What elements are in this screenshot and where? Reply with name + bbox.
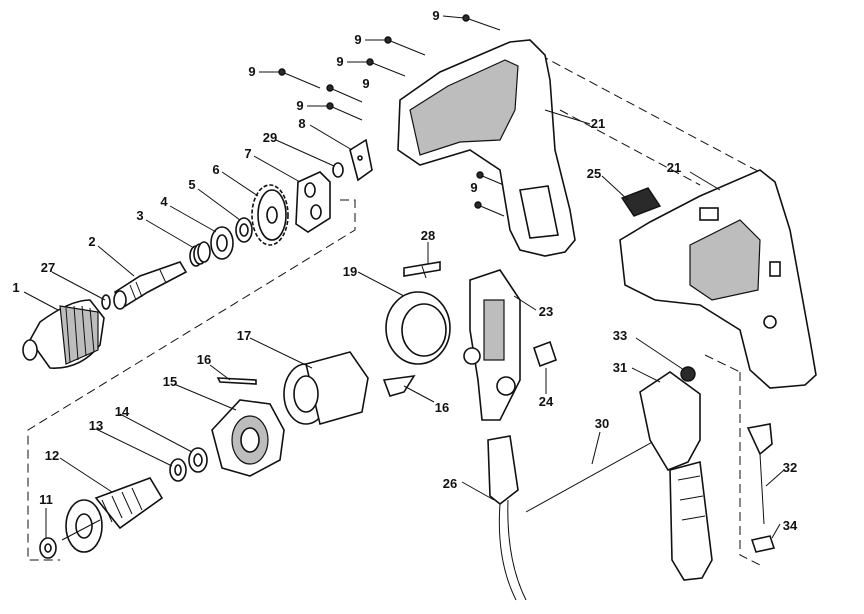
callout-9c: 9: [336, 54, 343, 69]
callout-9f: 9: [296, 98, 303, 113]
part-depth-gauge: [746, 423, 773, 525]
part-bearing-4: [210, 226, 234, 260]
callout-32: 32: [783, 460, 797, 475]
part-gear-bracket: [295, 171, 331, 233]
part-handle-knob: [680, 366, 696, 382]
callout-9b: 9: [354, 32, 361, 47]
callout-19: 19: [343, 264, 357, 279]
callout-9a: 9: [432, 8, 439, 23]
part-brush-right: [382, 374, 416, 397]
callout-7: 7: [244, 146, 251, 161]
part-bearing-14: [188, 447, 208, 473]
part-power-cord: [487, 435, 527, 601]
callout-34: 34: [783, 518, 798, 533]
callout-33: 33: [613, 328, 627, 343]
part-switch-assembly: [463, 269, 521, 421]
assembly-guide-lines: [27, 54, 766, 566]
part-stator: [211, 399, 285, 477]
callout-28: 28: [421, 228, 435, 243]
part-screws: [278, 14, 507, 217]
callout-6: 6: [212, 162, 219, 177]
callout-9d: 9: [362, 76, 369, 91]
part-clamp: [750, 535, 776, 553]
callout-25: 25: [587, 166, 601, 181]
part-ring-housing: [385, 291, 451, 365]
part-ring-27: [101, 294, 111, 310]
part-bearing-5: [235, 217, 253, 243]
callout-3: 3: [136, 208, 143, 223]
part-bearing-11: [39, 537, 57, 559]
part-depth-rod: [525, 439, 657, 513]
callout-5: 5: [188, 177, 195, 192]
callout-labels: 1 27 2 3 4 5 6 7 29 8 9 9 9 9 9 9 9 21 2…: [12, 8, 798, 533]
part-armature: [61, 477, 164, 553]
callout-4: 4: [160, 194, 168, 209]
part-cap: [532, 340, 558, 368]
part-bushing-29: [332, 162, 344, 178]
part-spring: [189, 241, 211, 267]
part-housing-right: [619, 169, 817, 389]
part-brush-left: [216, 377, 257, 385]
callout-21a: 21: [591, 116, 605, 131]
part-gear: [251, 184, 289, 246]
callout-13: 13: [89, 418, 103, 433]
callout-2: 2: [88, 234, 95, 249]
part-side-handle: [639, 371, 713, 581]
part-switch-button: [620, 187, 662, 217]
callout-14: 14: [115, 404, 130, 419]
callout-12: 12: [45, 448, 59, 463]
callout-16a: 16: [197, 352, 211, 367]
part-spindle: [113, 261, 188, 310]
callout-27: 27: [41, 260, 55, 275]
part-clip: [403, 261, 441, 279]
callout-16b: 16: [435, 400, 449, 415]
callout-9g: 9: [470, 180, 477, 195]
callout-30: 30: [595, 416, 609, 431]
part-housing-left: [397, 39, 576, 257]
part-bearing-13: [169, 458, 187, 482]
callout-31: 31: [613, 360, 627, 375]
callout-15: 15: [163, 374, 177, 389]
callout-8: 8: [298, 116, 305, 131]
callout-9e: 9: [248, 64, 255, 79]
callout-1: 1: [12, 280, 19, 295]
leader-lines: [23, 15, 785, 539]
part-stator-housing: [283, 351, 369, 426]
callout-26: 26: [443, 476, 457, 491]
callout-24: 24: [539, 394, 554, 409]
part-plate: [349, 138, 373, 182]
part-chuck: [22, 299, 105, 369]
callout-23: 23: [539, 304, 553, 319]
callout-21b: 21: [667, 160, 681, 175]
callout-29: 29: [263, 130, 277, 145]
callout-17: 17: [237, 328, 251, 343]
callout-11: 11: [39, 492, 53, 507]
